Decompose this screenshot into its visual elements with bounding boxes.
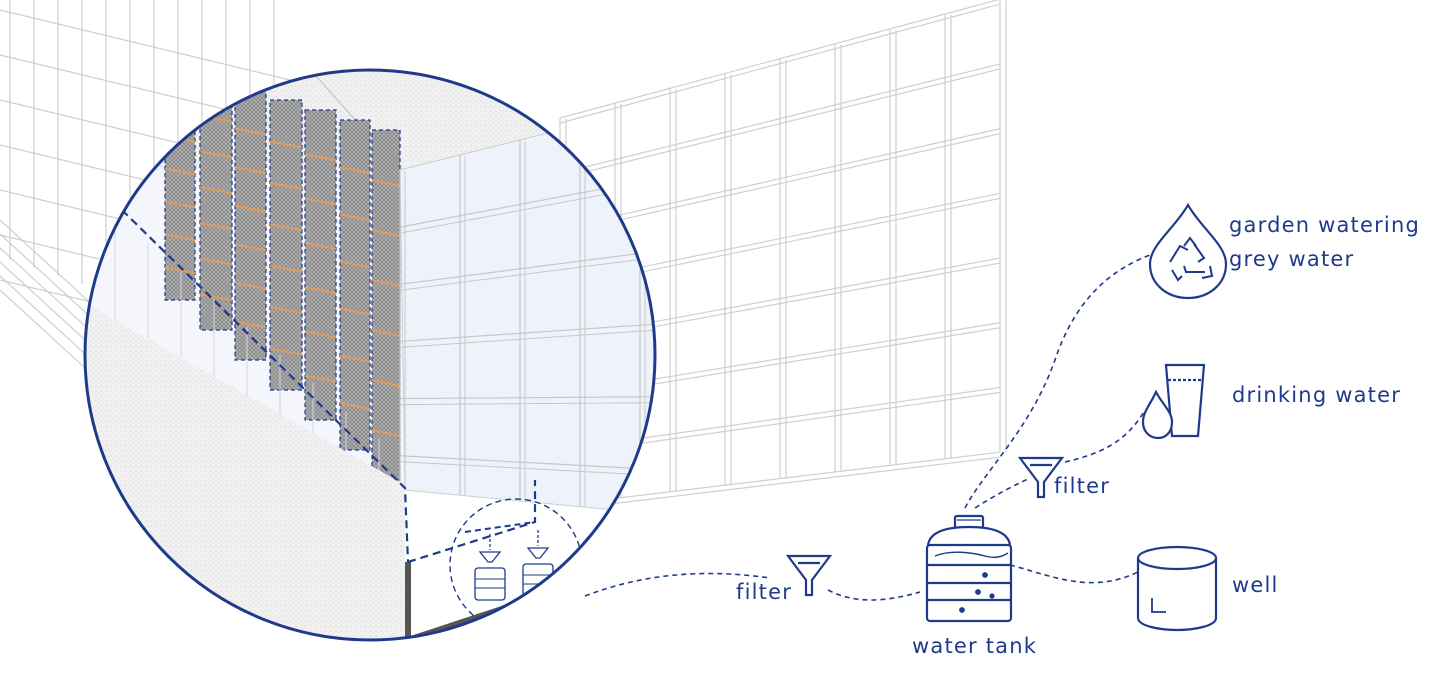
glass-floor <box>399 325 655 348</box>
magnifier-lens <box>83 68 657 642</box>
timber-rail <box>164 200 196 209</box>
timber-rail <box>339 213 371 222</box>
mesh-panel <box>269 99 303 391</box>
flow-filter-to-tank <box>827 589 921 601</box>
funnel-icon-upper <box>1017 456 1065 499</box>
timber-rail <box>199 221 233 230</box>
mesh-panel <box>234 89 267 361</box>
timber-rail <box>304 374 337 383</box>
timber-rail <box>269 223 303 232</box>
timber-rail <box>269 306 303 315</box>
flow-tank-to-filter-upper <box>974 477 1031 509</box>
timber-rail <box>234 166 267 175</box>
label-garden-watering: garden watering <box>1229 213 1421 237</box>
timber-rail <box>164 167 196 176</box>
lens-rim <box>83 68 657 642</box>
timber-rail <box>339 354 371 363</box>
well-cylinder-icon <box>1136 545 1218 632</box>
water-tank-icon <box>925 514 1013 623</box>
timber-rail <box>234 204 267 213</box>
mini-funnel <box>526 547 550 559</box>
timber-rail <box>269 264 303 273</box>
timber-rail <box>199 257 233 266</box>
facade-floor-line <box>559 68 1001 179</box>
timber-rail <box>269 140 303 149</box>
timber-rail <box>371 229 401 237</box>
timber-rail <box>371 329 401 337</box>
timber-rail <box>199 293 233 302</box>
timber-rail <box>304 286 337 295</box>
glass-floor <box>399 395 655 400</box>
glass-floor <box>399 242 655 285</box>
timber-rail <box>234 127 267 136</box>
facade-floor-line <box>559 63 1001 174</box>
timber-rail <box>371 429 401 437</box>
facade-floor-line <box>559 0 1000 119</box>
label-filter-upper: filter <box>1054 474 1111 498</box>
label-water-tank: water tank <box>912 634 1038 658</box>
flow-lines <box>584 254 1151 601</box>
flow-filter-to-drink <box>1064 409 1146 463</box>
timber-rail <box>164 233 196 242</box>
timber-rail <box>339 401 371 410</box>
timber-rail <box>339 166 371 175</box>
glass-floor <box>399 319 655 343</box>
glass-floor <box>399 248 655 291</box>
timber-rail <box>339 307 371 316</box>
glass-floor <box>399 165 655 228</box>
mini-tank-body <box>474 567 506 601</box>
flow-tank-to-garden <box>964 254 1151 509</box>
facade-floor-line <box>559 128 1001 230</box>
timber-rail <box>304 330 337 339</box>
glass-floor <box>399 172 655 234</box>
facade-dashed-edge <box>121 209 410 563</box>
facade-floor-line <box>559 451 1001 506</box>
mesh-panel <box>339 119 371 451</box>
timber-rail <box>234 320 267 329</box>
timber-rail <box>339 260 371 269</box>
label-drinking-water: drinking water <box>1232 383 1402 407</box>
mesh-panel <box>371 129 401 481</box>
timber-rail <box>304 197 337 206</box>
label-well: well <box>1232 573 1279 597</box>
timber-rail <box>199 186 233 195</box>
oblique-floor-line <box>0 9 291 81</box>
timber-rail <box>269 347 303 356</box>
glass-facade-grid <box>399 110 655 512</box>
mini-dashed-link <box>464 521 536 533</box>
mesh-panel <box>304 109 337 421</box>
glass-floor <box>399 401 655 406</box>
timber-rail <box>304 241 337 250</box>
glass-floor <box>399 455 655 474</box>
timber-rail <box>199 150 233 159</box>
facade-floor-line <box>559 133 1001 235</box>
glass-floor <box>399 461 655 480</box>
timber-rail <box>269 181 303 190</box>
timber-rail <box>371 279 401 287</box>
timber-rail <box>234 281 267 290</box>
mesh-panel <box>199 79 233 331</box>
facade-floor-line <box>559 3 1001 124</box>
facade-floor-line <box>559 456 1001 511</box>
label-grey-water: grey water <box>1229 247 1355 271</box>
recycle-drop-icon <box>1148 202 1228 300</box>
flow-detail-to-filter <box>584 572 771 597</box>
label-filter-lower: filter <box>736 580 793 604</box>
timber-rail <box>164 266 196 275</box>
flow-tank-to-well <box>1009 564 1139 584</box>
glass-drop-icon <box>1141 363 1206 440</box>
mini-funnel <box>478 551 502 563</box>
funnel-icon-lower <box>785 554 833 597</box>
timber-rail <box>371 179 401 187</box>
timber-rail <box>304 153 337 162</box>
timber-rail <box>371 379 401 387</box>
timber-rail <box>234 243 267 252</box>
timber-rail <box>164 101 196 110</box>
